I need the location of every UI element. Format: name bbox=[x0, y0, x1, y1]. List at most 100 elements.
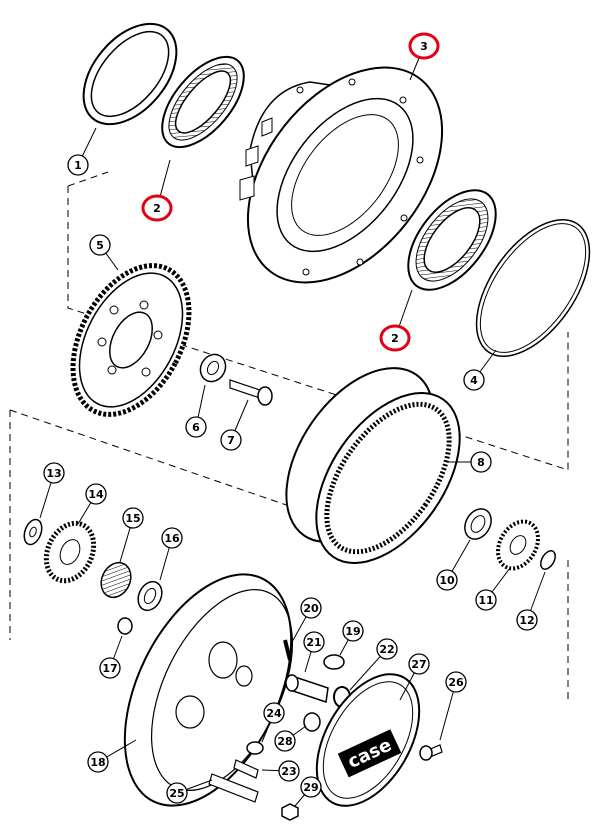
callout-circle bbox=[300, 597, 322, 619]
callout-number: 24 bbox=[266, 707, 282, 720]
callout-circle bbox=[87, 751, 109, 773]
callout-circle bbox=[274, 730, 296, 752]
part-bolt-7 bbox=[229, 379, 273, 406]
part-gear-5 bbox=[70, 263, 192, 417]
callout-number: 25 bbox=[169, 787, 184, 800]
callout-24: 24 bbox=[263, 702, 285, 724]
callout-circle bbox=[463, 369, 485, 391]
callout-12: 12 bbox=[516, 609, 538, 631]
callout-number: 27 bbox=[411, 658, 426, 671]
callout-15: 15 bbox=[122, 507, 144, 529]
callout-number: 7 bbox=[227, 434, 235, 447]
part-ring-gear-8 bbox=[285, 367, 461, 564]
callout-7: 7 bbox=[220, 429, 242, 451]
callout-3-highlighted: 3 bbox=[408, 32, 440, 60]
part-planet-gear-14 bbox=[43, 520, 97, 584]
callout-22: 22 bbox=[376, 638, 398, 660]
callout-19: 19 bbox=[342, 620, 364, 642]
callout-number: 6 bbox=[192, 421, 200, 434]
part-plug-28 bbox=[303, 712, 321, 732]
callout-number: 17 bbox=[102, 662, 117, 675]
callout-number: 15 bbox=[125, 512, 140, 525]
highlight-ring bbox=[141, 194, 173, 222]
callout-23: 23 bbox=[278, 760, 300, 782]
part-shaft-21 bbox=[285, 674, 329, 703]
callout-2-highlighted: 2 bbox=[141, 194, 173, 222]
callout-circle bbox=[436, 569, 458, 591]
callout-circle bbox=[408, 653, 430, 675]
part-roll-pin-20 bbox=[283, 639, 292, 661]
callout-number: 11 bbox=[478, 594, 493, 607]
callout-number: 19 bbox=[345, 625, 360, 638]
part-seal-1 bbox=[82, 22, 178, 126]
callout-16: 16 bbox=[161, 527, 183, 549]
callout-number: 22 bbox=[379, 643, 394, 656]
callout-circle bbox=[220, 429, 242, 451]
callout-29: 29 bbox=[300, 776, 322, 798]
callout-5: 5 bbox=[89, 234, 111, 256]
callout-number: 29 bbox=[303, 781, 318, 794]
callout-11: 11 bbox=[475, 589, 497, 611]
callout-21: 21 bbox=[303, 631, 325, 653]
callout-circle bbox=[445, 671, 467, 693]
callout-circle bbox=[342, 620, 364, 642]
part-cover-27: case bbox=[315, 673, 421, 807]
callout-number: 2 bbox=[391, 332, 399, 345]
callout-10: 10 bbox=[436, 569, 458, 591]
callout-number: 2 bbox=[153, 202, 161, 215]
callout-28: 28 bbox=[274, 730, 296, 752]
callout-circle bbox=[470, 451, 492, 473]
callout-number: 12 bbox=[519, 614, 534, 627]
callout-17: 17 bbox=[99, 657, 121, 679]
callout-circle bbox=[303, 631, 325, 653]
highlight-ring bbox=[379, 324, 411, 352]
part-thrust-washer-16 bbox=[137, 580, 163, 612]
callout-number: 23 bbox=[281, 765, 296, 778]
part-bolt-26 bbox=[419, 744, 443, 761]
callout-circle bbox=[99, 657, 121, 679]
part-bearing-2-lower bbox=[407, 189, 497, 291]
callout-circle bbox=[300, 776, 322, 798]
part-pinion-11 bbox=[496, 519, 540, 571]
callout-circle bbox=[278, 760, 300, 782]
callout-circle bbox=[161, 527, 183, 549]
callout-1: 1 bbox=[67, 154, 89, 176]
callout-circle bbox=[89, 234, 111, 256]
case-logo bbox=[337, 729, 402, 778]
part-snap-ring-4 bbox=[475, 218, 591, 358]
callout-circle bbox=[166, 782, 188, 804]
part-nut-29 bbox=[281, 803, 299, 821]
callout-circle bbox=[122, 507, 144, 529]
callout-circle bbox=[185, 416, 207, 438]
part-bearing-2-upper bbox=[161, 55, 245, 149]
upper-assembly-outline bbox=[67, 186, 569, 471]
callout-number: 3 bbox=[420, 40, 428, 53]
callout-number: 18 bbox=[90, 756, 105, 769]
callout-circle bbox=[263, 702, 285, 724]
callout-number: 14 bbox=[88, 488, 104, 501]
callout-26: 26 bbox=[445, 671, 467, 693]
callout-25: 25 bbox=[166, 782, 188, 804]
callout-circle bbox=[475, 589, 497, 611]
callout-number: 26 bbox=[448, 676, 464, 689]
callout-circle bbox=[516, 609, 538, 631]
callout-18: 18 bbox=[87, 751, 109, 773]
callout-27: 27 bbox=[408, 653, 430, 675]
callout-number: 10 bbox=[439, 574, 455, 587]
part-washer-13 bbox=[23, 518, 43, 546]
callout-labels: 1223456781011121314151617181920212223242… bbox=[43, 32, 538, 804]
callout-number: 5 bbox=[96, 239, 104, 252]
callout-number: 13 bbox=[46, 467, 61, 480]
callout-20: 20 bbox=[300, 597, 322, 619]
part-bushing-6 bbox=[199, 353, 227, 383]
callout-6: 6 bbox=[185, 416, 207, 438]
lower-assembly-outline bbox=[9, 409, 569, 700]
callout-number: 16 bbox=[164, 532, 180, 545]
callout-number: 8 bbox=[477, 456, 485, 469]
callout-14: 14 bbox=[85, 483, 107, 505]
part-snap-ring-12 bbox=[540, 550, 556, 570]
callout-circle bbox=[376, 638, 398, 660]
callout-4: 4 bbox=[463, 369, 485, 391]
